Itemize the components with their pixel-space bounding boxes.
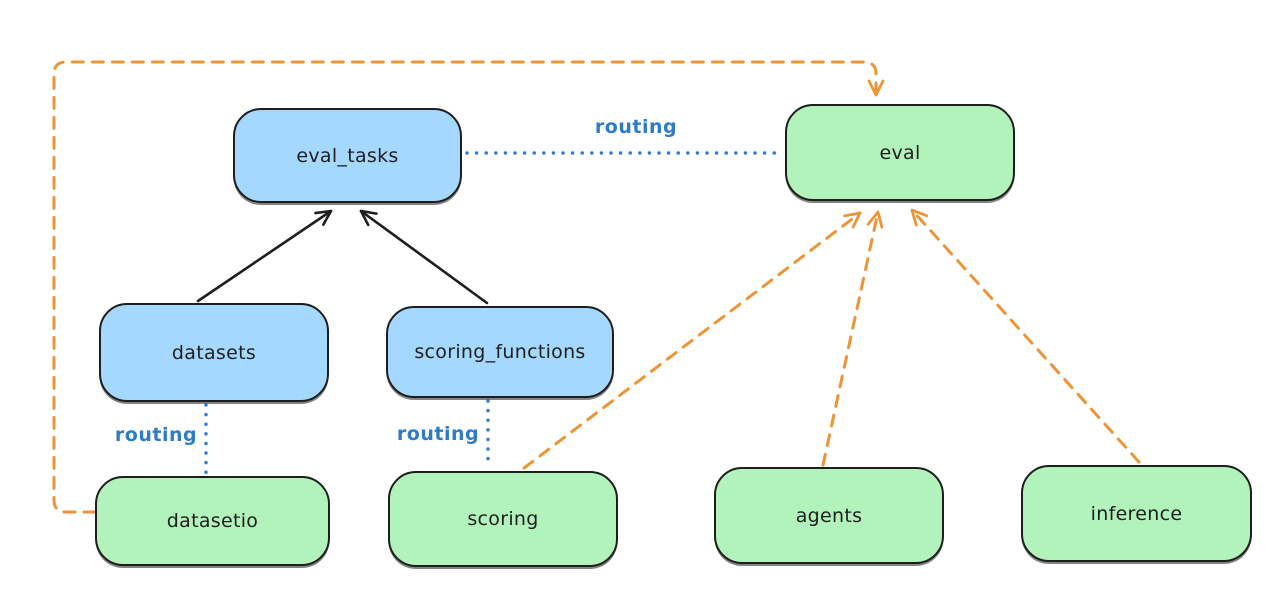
edge-datasets-to-eval-tasks (196, 209, 333, 303)
node-agents-label: agents (795, 504, 863, 527)
node-eval-label: eval (879, 141, 921, 164)
edge-agents-to-eval (821, 210, 884, 467)
node-datasetio-label: datasetio (166, 510, 259, 532)
routing-label-datasets-datasetio: routing (114, 424, 198, 446)
node-scoring-functions-label: scoring_functions (414, 341, 586, 363)
node-datasets: datasets (99, 303, 329, 402)
routing-label-scoring-functions-scoring: routing (396, 423, 480, 445)
node-scoring-label: scoring (467, 508, 539, 530)
node-inference-label: inference (1090, 502, 1183, 525)
routing-label-eval-tasks-eval: routing (594, 116, 678, 138)
edge-scoring-functions-to-eval-tasks (359, 209, 489, 305)
edge-inference-to-eval (910, 208, 1141, 464)
node-eval: eval (785, 104, 1015, 201)
node-agents: agents (714, 467, 944, 564)
node-scoring: scoring (388, 471, 618, 567)
node-inference: inference (1021, 465, 1252, 562)
node-eval-tasks: eval_tasks (233, 108, 462, 203)
node-scoring-functions: scoring_functions (386, 306, 614, 398)
node-datasetio: datasetio (95, 476, 330, 566)
node-eval-tasks-label: eval_tasks (296, 144, 399, 167)
node-datasets-label: datasets (171, 341, 257, 364)
